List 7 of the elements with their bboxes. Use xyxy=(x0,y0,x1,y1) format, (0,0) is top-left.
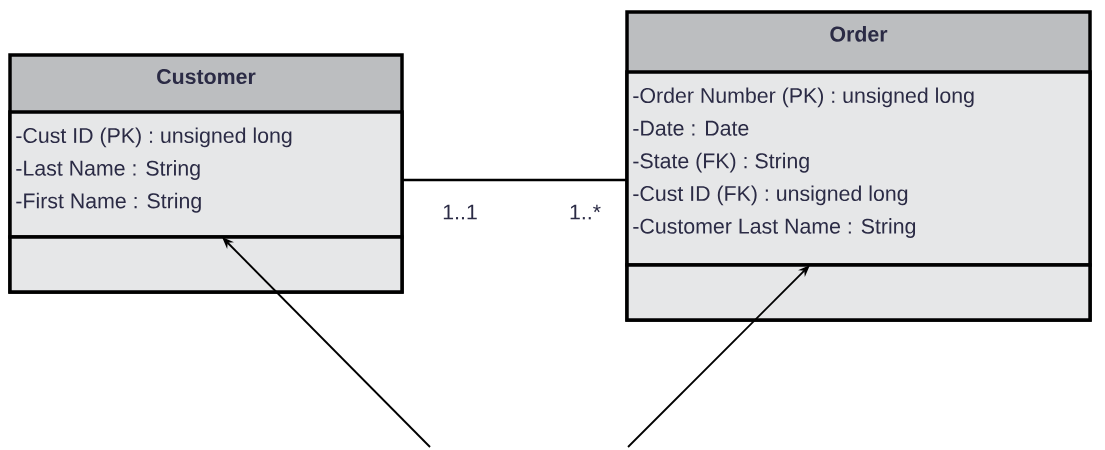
association-line xyxy=(402,178,627,182)
multiplicity-label: 1..1 xyxy=(443,204,477,220)
arrow xyxy=(627,265,810,448)
arrow xyxy=(222,237,431,448)
operation-compartment xyxy=(8,235,404,294)
operation-compartment xyxy=(625,263,1092,322)
multiplicity-label: 1..* xyxy=(570,204,601,220)
